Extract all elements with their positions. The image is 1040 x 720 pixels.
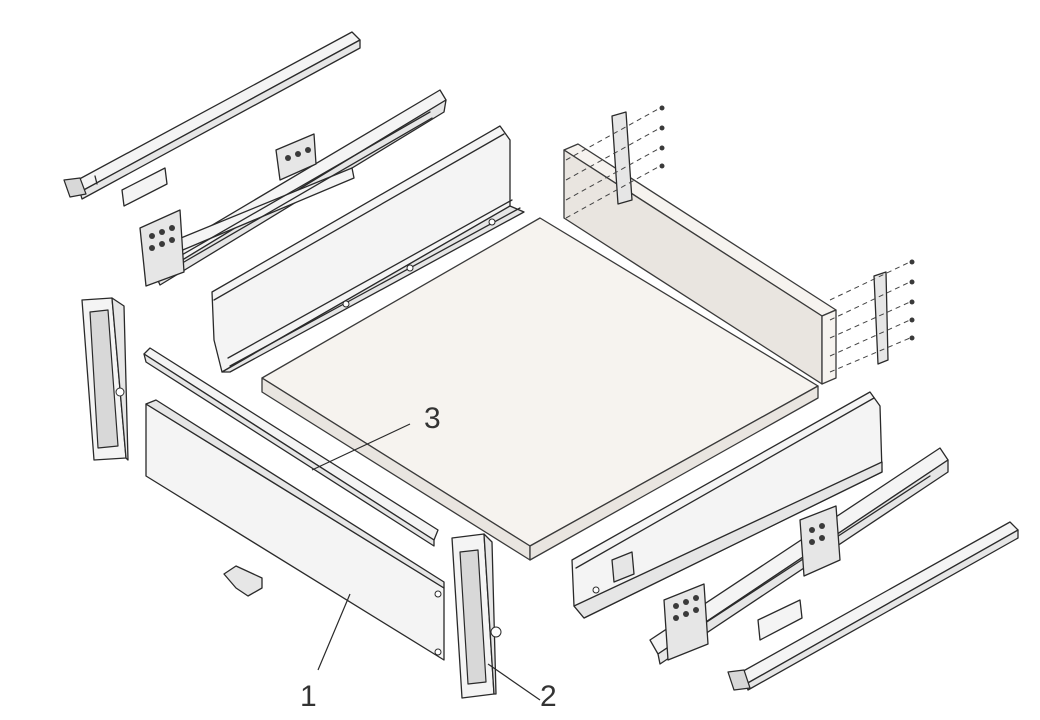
side-wall-right [571, 391, 883, 619]
bottom-board [261, 217, 819, 561]
callout-3: 3 [424, 402, 441, 435]
front-panel [145, 399, 445, 661]
back-panel [563, 143, 837, 385]
handle-clip [223, 565, 263, 597]
spacer-plate-left [121, 167, 168, 207]
callout-2: 2 [540, 680, 557, 713]
spacer-plate-right [757, 599, 803, 641]
runner-right-holes [673, 523, 825, 621]
callout-leader-2 [487, 663, 541, 701]
front-bracket-left [81, 297, 129, 461]
front-rail [143, 347, 439, 547]
runner-right [649, 447, 949, 665]
front-bracket-right [451, 533, 502, 699]
side-wall-left [211, 125, 525, 373]
runner-left [139, 89, 447, 287]
rear-rail-right [727, 521, 1019, 691]
callout-leader-1 [317, 593, 351, 671]
rear-rail-left [63, 31, 361, 200]
callout-1: 1 [300, 680, 317, 713]
back-bracket-left [565, 107, 661, 219]
screws [659, 105, 915, 341]
callout-leader-3 [311, 423, 411, 471]
back-bracket-right [829, 261, 911, 373]
runner-left-holes [149, 147, 311, 251]
